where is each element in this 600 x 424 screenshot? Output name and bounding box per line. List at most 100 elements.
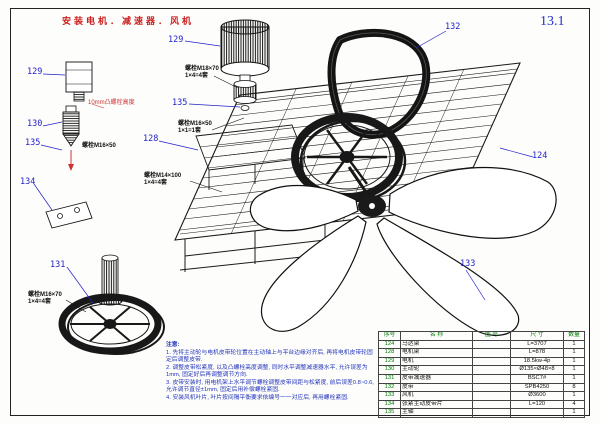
- cell-drawing-no: [472, 365, 511, 375]
- note-line: 3. 皮带安装时, 用电机架上水平调节螺栓调整皮带间距与松紧度, 前后误差0.8…: [166, 379, 374, 394]
- callout-129-left: 129: [27, 67, 43, 77]
- bolt-height-label: 10mm凸螺栓高度: [88, 100, 135, 106]
- cell-size: Ø135×Ø48×8: [510, 365, 564, 375]
- cell-id: 133: [378, 391, 401, 401]
- plate-detail-134: [45, 201, 93, 229]
- cell-qty: 1: [563, 356, 585, 367]
- fan-drawing: [249, 166, 557, 336]
- cell-qty: 1: [563, 365, 585, 375]
- cell-drawing-no: [472, 348, 511, 358]
- cell-size: L=878: [510, 348, 564, 358]
- cell-drawing-no: [472, 356, 511, 367]
- cell-qty: 1: [563, 408, 585, 418]
- sheet-title: 安装电机．减速器．风机: [62, 16, 195, 26]
- cell-id: 131: [378, 373, 401, 384]
- cell-size: BSC7#: [510, 373, 564, 384]
- cell-id: 129: [378, 356, 401, 367]
- callout-132: 132: [445, 22, 461, 32]
- callout-124: 124: [532, 151, 548, 161]
- cell-qty: 1: [563, 348, 585, 358]
- motor-mount-frame: [195, 124, 306, 190]
- callout-135-left: 135: [25, 138, 41, 148]
- cell-drawing-no: [472, 382, 511, 393]
- cell-qty: 1: [563, 373, 585, 384]
- bolt-label-m16x50-mid-qty: 1×1=1套: [178, 127, 202, 134]
- bolt-label-m16x70-qty: 1×4=4套: [28, 298, 52, 305]
- cell-size: L=3707: [510, 339, 564, 350]
- red-install-arrow: [68, 150, 74, 171]
- sheet-border: [10, 8, 590, 416]
- bolt-label-m16x50-small: 螺栓M16×50: [82, 143, 116, 149]
- cell-size: [510, 408, 564, 418]
- note-line: 4. 安装风机叶片, 叶片按间隔平衡要求依编号一一对应后, 再用螺栓紧固.: [166, 394, 349, 401]
- bolt-label-m16x50-mid-spec: 螺栓M16×50: [178, 121, 212, 127]
- cell-name: 电机架: [400, 348, 473, 358]
- cell-name: 皮带减速器: [400, 373, 473, 384]
- table-header-row: 序号 名 称 图 号 尺 寸 数量: [378, 331, 585, 341]
- bolt-label-m14x100-qty: 1×4=4套: [144, 179, 168, 186]
- bolt-detail-130: [62, 105, 80, 147]
- note-line: 1. 先将主动轮与电机皮带轮位置在主动轴上与平台边缘对齐后, 再将电机皮带轮固定…: [166, 349, 373, 364]
- cell-id: 124: [378, 339, 401, 350]
- small-pulley-drawing: [58, 254, 165, 355]
- cell-name: 主轴: [400, 408, 473, 418]
- assembly-notes: 注意: 1. 先将主动轮与电机皮带轮位置在主动轴上与平台边缘对齐后, 再将电机皮…: [166, 342, 378, 402]
- cell-drawing-no: [472, 339, 511, 350]
- callout-131: 131: [50, 260, 66, 270]
- callout-134: 134: [20, 177, 36, 187]
- cell-id: 134: [378, 399, 401, 410]
- cell-id: 132: [378, 382, 401, 393]
- col-header-name: 名 称: [400, 331, 473, 341]
- cell-size: SPB4250: [510, 382, 564, 393]
- cell-id: 135: [378, 408, 401, 418]
- cell-drawing-no: [472, 373, 511, 384]
- callout-129-top: 129: [168, 35, 184, 45]
- callout-128: 128: [143, 134, 159, 144]
- bolt-label-m14x100-spec: 螺栓M14×100: [144, 173, 182, 179]
- belt-drawing: [327, 28, 431, 139]
- cell-name: 张紧主动皮带片: [400, 399, 473, 410]
- bolt-label-m16x70-spec: 螺栓M16×70: [28, 292, 62, 298]
- cell-qty: 1: [563, 339, 585, 350]
- cell-name: 主动轮: [400, 365, 473, 375]
- col-header-id: 序号: [378, 331, 401, 341]
- bolt-label-m16x70: 螺栓M16×70 1×4=4套: [28, 292, 62, 306]
- cell-name: 电机: [400, 356, 473, 367]
- motor-drawing: [220, 19, 270, 111]
- notes-heading: 注意:: [166, 342, 180, 348]
- col-header-drawing-no: 图 号: [472, 331, 511, 341]
- bolt-label-m16x50-mid: 螺栓M16×50 1×1=1套: [178, 121, 212, 135]
- note-line: 2. 调整皮带松紧度, 以及凸螺栓高度调整, 同时水平调整减速器水平, 允许误差…: [166, 364, 368, 379]
- cell-id: 130: [378, 365, 401, 375]
- cell-id: 128: [378, 348, 401, 358]
- callout-leader-lines: [33, 30, 534, 304]
- bolt-label-m18x70-qty: 1×4=4套: [185, 72, 209, 79]
- cell-size: L=120: [510, 399, 564, 410]
- frame-platform: [174, 62, 521, 272]
- callout-130: 130: [27, 119, 43, 129]
- callout-133: 133: [460, 259, 476, 269]
- cell-qty: 1: [563, 391, 585, 401]
- cell-name: 马达架: [400, 339, 473, 350]
- bolt-label-m18x70: 螺栓M18×70 1×4=4套: [185, 66, 219, 80]
- col-header-size: 尺 寸: [510, 331, 564, 341]
- cell-drawing-no: [472, 408, 511, 418]
- cell-qty: 8: [563, 382, 585, 393]
- page-number: 13.1: [540, 14, 565, 29]
- cell-drawing-no: [472, 391, 511, 401]
- cell-size: 18.5kw-4p: [510, 356, 564, 367]
- bolt-label-m18x70-spec: 螺栓M18×70: [185, 66, 219, 72]
- cell-qty: 4: [563, 399, 585, 410]
- cell-drawing-no: [472, 399, 511, 410]
